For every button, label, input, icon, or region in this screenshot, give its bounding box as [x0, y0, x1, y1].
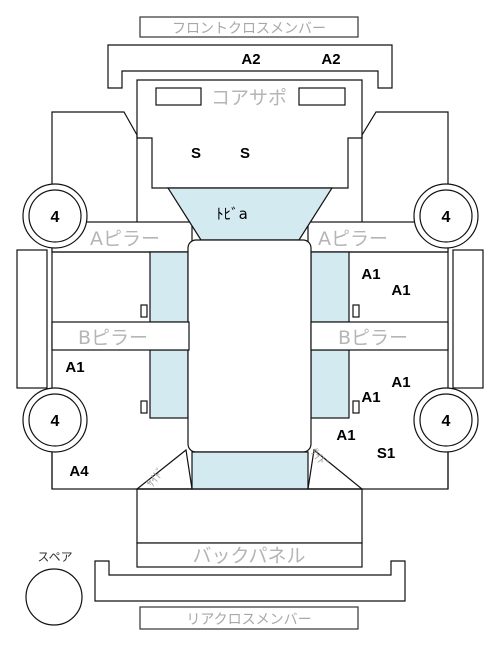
front-bumper-bracket[interactable]: [107, 44, 393, 89]
right-front-small-mark: [352, 304, 360, 318]
wheel-rear-right[interactable]: [413, 387, 479, 453]
floor-pan[interactable]: [187, 239, 312, 453]
spare-tire[interactable]: [25, 568, 83, 626]
back-panel[interactable]: [136, 542, 363, 568]
toe-board[interactable]: [166, 187, 334, 241]
left-a-pillar-label: Aピラー: [90, 228, 160, 250]
front-a2-right-mark: A2: [321, 51, 340, 68]
toe-board-label: ﾄﾋﾞa: [216, 205, 248, 223]
wheel-rl-mark: 4: [51, 413, 60, 430]
right-rear-small-mark: [352, 400, 360, 414]
rear-cross-member-label: リアクロスメンバー: [186, 612, 311, 628]
right-rear-a1-mark-2: A1: [361, 389, 380, 406]
left-side-label: ｻｲﾄﾞ: [144, 465, 168, 490]
right-b-pillar[interactable]: [310, 321, 449, 351]
core-s-right-mark: S: [240, 145, 250, 162]
rear-bumper-bracket[interactable]: [94, 560, 406, 602]
right-front-a1-mark-1: A1: [361, 266, 380, 283]
wheel-fr-mark: 4: [442, 209, 451, 226]
right-rear-a1-mark-3: A1: [336, 427, 355, 444]
left-rear-small-mark: [140, 400, 148, 414]
right-rear-rocker[interactable]: [310, 349, 350, 419]
core-support-label: コアサポ: [211, 87, 287, 109]
rear-cross-member-box[interactable]: [139, 606, 359, 630]
left-front-small-mark: [140, 304, 148, 318]
core-support-region[interactable]: [136, 79, 363, 189]
right-rear-s1-mark: S1: [377, 445, 395, 462]
right-front-rocker[interactable]: [310, 251, 350, 323]
left-rear-a4-mark: A4: [69, 463, 89, 480]
right-rear-a1-mark-1: A1: [391, 374, 410, 391]
front-cross-member-label: フロントクロスメンバー: [172, 21, 326, 37]
left-side-door-bar[interactable]: [16, 249, 48, 389]
core-support-right-box: [298, 87, 346, 106]
front-a2-left-mark: A2: [241, 51, 260, 68]
wheel-front-right[interactable]: [413, 183, 479, 249]
right-front-a1-mark-2: A1: [391, 282, 410, 299]
left-rear-a1-mark: A1: [65, 359, 84, 376]
left-front-rocker[interactable]: [149, 251, 189, 323]
core-support-left-box: [155, 87, 202, 106]
trunk-floor[interactable]: [136, 488, 363, 544]
right-side-door-bar[interactable]: [452, 249, 484, 389]
wheel-rr-mark: 4: [442, 413, 451, 430]
left-b-pillar[interactable]: [51, 321, 190, 351]
front-cross-member-box[interactable]: [139, 16, 359, 38]
core-s-left-mark: S: [191, 145, 201, 162]
spare-label: スペア: [37, 550, 72, 564]
wheel-fl-mark: 4: [51, 209, 60, 226]
wheel-front-left[interactable]: [22, 183, 88, 249]
left-b-pillar-label: Bピラー: [78, 327, 148, 349]
wheel-rear-left[interactable]: [22, 387, 88, 453]
back-panel-label: バックパネル: [192, 545, 305, 567]
left-rear-rocker[interactable]: [149, 349, 189, 419]
right-a-pillar-label: Aピラー: [318, 228, 388, 250]
rear-floor[interactable]: [191, 451, 309, 490]
right-b-pillar-label: Bピラー: [338, 327, 408, 349]
